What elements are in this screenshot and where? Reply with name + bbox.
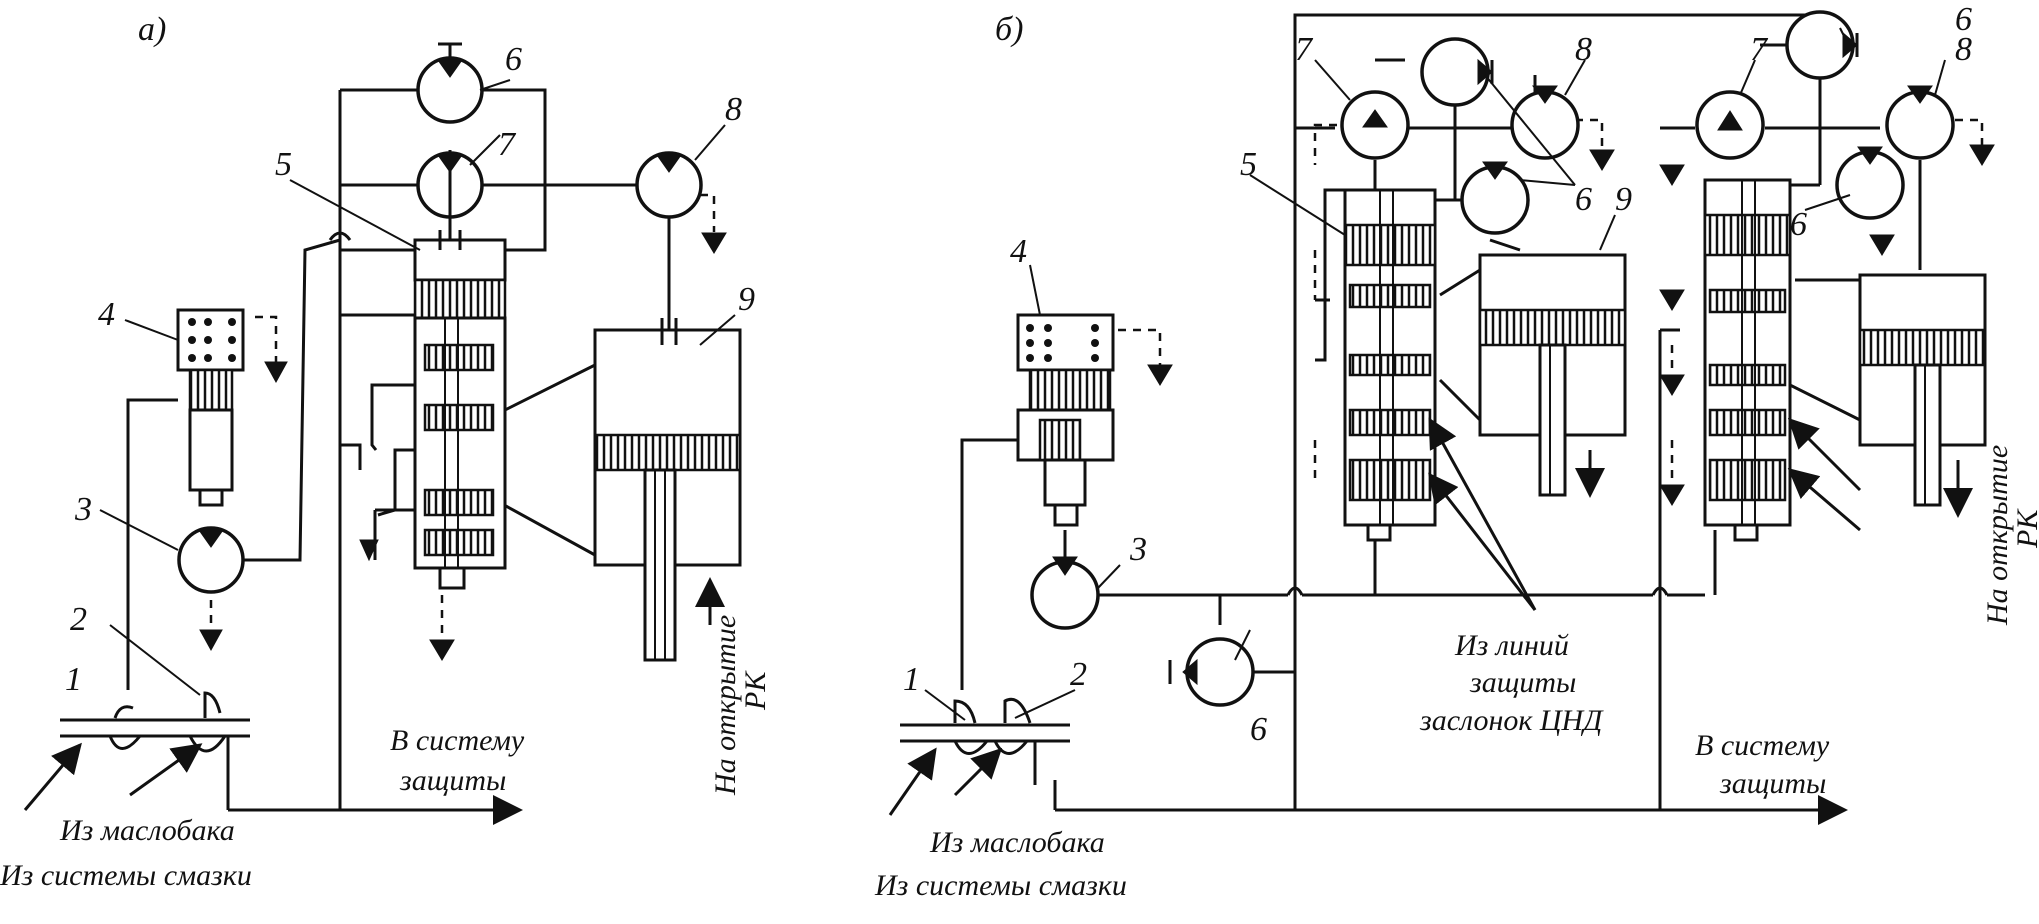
diagram-a-cylinder-9 xyxy=(593,318,742,662)
diagram-b-drains xyxy=(1103,118,1995,506)
diagram-b-oil-tank: Из маслобака xyxy=(929,826,1105,859)
diagram-a-pipes xyxy=(126,88,671,825)
diagram-b-label-2: 2 xyxy=(1070,656,1087,693)
diagram-b-label-5: 5 xyxy=(1240,146,1257,183)
diagram-b-label-8-left: 8 xyxy=(1575,31,1592,68)
diagram-a-valve-6 xyxy=(416,42,484,124)
diagram-b-component-4 xyxy=(1016,313,1115,527)
diagram-b-rk-line1: На открытие xyxy=(1981,445,2014,626)
diagram-a-label-5: 5 xyxy=(275,146,292,183)
diagram-a-label-9: 9 xyxy=(738,281,755,318)
diagram-b-label-7-left: 7 xyxy=(1295,31,1314,68)
diagram-b-protection-line2: защиты xyxy=(1719,767,1826,800)
diagram-b-valve-7-left xyxy=(1340,90,1410,160)
diagram-b-block-5-right xyxy=(1703,178,1792,542)
diagram-a-label-2: 2 xyxy=(70,601,87,638)
diagram-b-lnd-line3: заслонок ЦНД xyxy=(1419,704,1604,737)
diagram-b-pipe-1-2 xyxy=(888,697,1070,816)
diagram-a-label-3: 3 xyxy=(74,491,92,528)
diagram-b-lnd-arrows xyxy=(1428,417,1862,611)
diagram-b-valve-6-top-left xyxy=(1420,37,1494,107)
diagram-a-protection-line1: В систему xyxy=(390,724,525,757)
diagram-b-label-4: 4 xyxy=(1010,233,1027,270)
diagram-b-valve-6-top-right xyxy=(1785,10,1859,80)
diagram-a-pump-3 xyxy=(177,526,245,594)
diagram-b-label-6-bottom: 6 xyxy=(1250,711,1267,748)
diagram-b-block-5-left xyxy=(1343,188,1437,542)
diagram-a-label-7: 7 xyxy=(498,126,517,163)
diagram-b: б) xyxy=(874,1,2039,902)
diagram-b-lnd-line2: защиты xyxy=(1469,666,1576,699)
diagram-b-leaders xyxy=(924,27,1946,721)
diagram-a-label-1: 1 xyxy=(65,661,82,698)
diagram-a-oil-tank: Из маслобака xyxy=(59,814,235,847)
diagram-b-label-6-top-right: 6 xyxy=(1955,1,1972,38)
diagram-b-label-6-left: 6 xyxy=(1575,181,1592,218)
diagram-a: а) xyxy=(0,11,772,892)
diagram-b-label-3: 3 xyxy=(1129,531,1147,568)
diagram-a-block-5 xyxy=(413,230,507,590)
diagram-a-valve-8 xyxy=(635,151,703,219)
diagram-a-label-4: 4 xyxy=(98,296,115,333)
diagram-b-header: б) xyxy=(995,11,1023,48)
diagram-a-protection-line2: защиты xyxy=(399,764,506,797)
diagram-a-valve-7 xyxy=(416,150,484,240)
diagram-a-component-4 xyxy=(176,308,245,507)
diagram-b-valve-8-right xyxy=(1885,85,1955,160)
diagram-b-valve-8-left xyxy=(1510,85,1580,160)
diagram-a-rk-line1: На открытие xyxy=(709,615,742,796)
diagram-b-cylinder-right xyxy=(1858,273,1987,518)
diagram-b-pipes xyxy=(960,13,1922,825)
diagram-b-valve-6-mid-left xyxy=(1460,161,1530,235)
diagram-a-label-8: 8 xyxy=(725,91,742,128)
diagram-b-label-8-right: 8 xyxy=(1955,31,1972,68)
diagram-a-rk-line2: РК xyxy=(739,670,772,711)
diagram-b-lubrication: Из системы смазки xyxy=(874,869,1127,902)
diagram-b-label-9: 9 xyxy=(1615,181,1632,218)
diagram-b-protection-line1: В систему xyxy=(1695,729,1830,762)
diagram-b-valve-6-mid-right xyxy=(1835,146,1905,220)
diagram-b-valve-7-right xyxy=(1695,90,1765,160)
diagram-b-label-7-right: 7 xyxy=(1750,31,1769,68)
diagram-b-lnd-line1: Из линий xyxy=(1454,629,1569,662)
diagram-a-drains xyxy=(199,193,727,661)
diagram-b-cylinder-9 xyxy=(1478,253,1627,498)
diagram-b-label-1: 1 xyxy=(903,661,920,698)
diagram-a-leaders xyxy=(99,79,736,696)
diagram-a-label-6: 6 xyxy=(505,41,522,78)
diagram-b-rk-line2: РК xyxy=(2011,508,2039,549)
diagram-b-pump-3 xyxy=(1030,530,1100,630)
diagram-a-lubrication: Из системы смазки xyxy=(0,859,252,892)
diagram-b-label-6-right: 6 xyxy=(1790,206,1807,243)
diagram-a-header: а) xyxy=(138,11,166,48)
diagram-a-pipe-1-2 xyxy=(23,691,250,811)
